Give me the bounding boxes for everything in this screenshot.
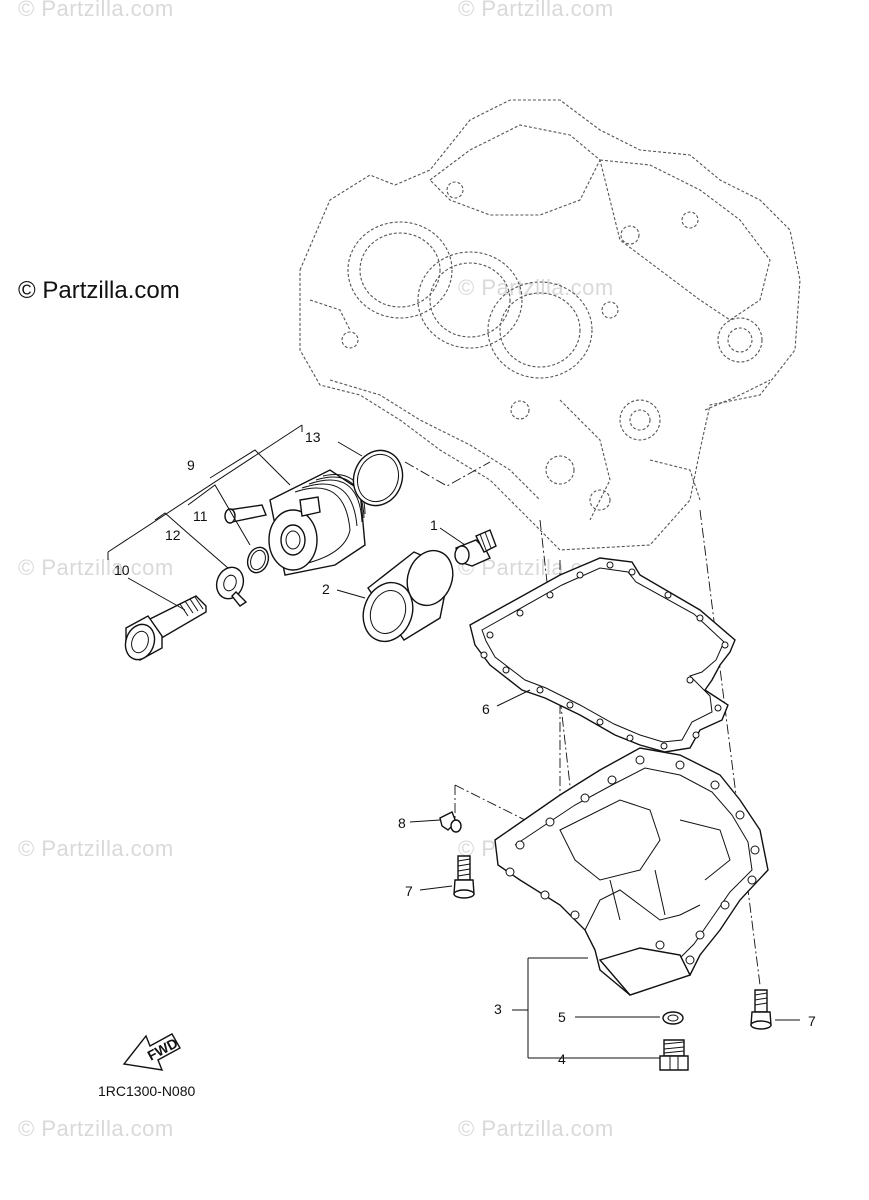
watermark-upper-right: © Partzilla.com xyxy=(458,275,614,300)
callout-7-right: 7 xyxy=(808,1013,816,1029)
watermark-mid-left-1: © Partzilla.com xyxy=(18,555,174,580)
callout-3: 3 xyxy=(494,1001,502,1017)
gasket-5 xyxy=(662,1011,684,1025)
callout-2: 2 xyxy=(322,581,330,597)
watermark-mid-left-2: © Partzilla.com xyxy=(18,836,174,861)
cooler-phantom-line xyxy=(404,461,491,487)
oil-pan-3 xyxy=(494,747,769,996)
callout-4: 4 xyxy=(558,1051,566,1067)
callout-1: 1 xyxy=(430,517,438,533)
drain-plug-4 xyxy=(659,1039,689,1071)
clip-8 xyxy=(439,811,462,833)
oil-filter-2 xyxy=(362,549,454,643)
gasket-6 xyxy=(469,557,736,753)
engine-block-outline xyxy=(299,99,801,551)
fwd-arrow-icon: FWD xyxy=(122,1033,181,1071)
watermark-top-left: © Partzilla.com xyxy=(18,0,174,21)
leader-lines xyxy=(107,424,800,1059)
callout-7-left: 7 xyxy=(405,883,413,899)
callout-12: 12 xyxy=(165,527,181,543)
callout-8: 8 xyxy=(398,815,406,831)
oil-cooler xyxy=(224,469,366,576)
callout-13: 13 xyxy=(305,429,321,445)
union-bolt-1 xyxy=(454,529,497,567)
bolt-7-left xyxy=(453,855,475,899)
callout-5: 5 xyxy=(558,1009,566,1025)
watermark-bottom-right: © Partzilla.com xyxy=(458,1116,614,1141)
copyright-label: © Partzilla.com xyxy=(18,277,180,304)
callouts: 1 2 3 4 5 6 7 7 8 9 10 11 12 13 xyxy=(114,429,816,1067)
bolt-10 xyxy=(124,595,207,661)
callout-10: 10 xyxy=(114,562,130,578)
callout-11: 11 xyxy=(193,508,208,524)
pan-phantom-line-left xyxy=(539,519,576,831)
o-ring-11 xyxy=(246,546,270,574)
bolt-7-right xyxy=(750,989,772,1030)
callout-6: 6 xyxy=(482,701,490,717)
o-ring-13 xyxy=(352,449,404,507)
washer-12 xyxy=(215,566,248,607)
diagram-code: 1RC1300-N080 xyxy=(98,1083,196,1099)
callout-9: 9 xyxy=(187,457,195,473)
watermark-top-right: © Partzilla.com xyxy=(458,0,614,21)
watermark-bottom-left: © Partzilla.com xyxy=(18,1116,174,1141)
pan-phantom-line-right xyxy=(699,509,761,986)
